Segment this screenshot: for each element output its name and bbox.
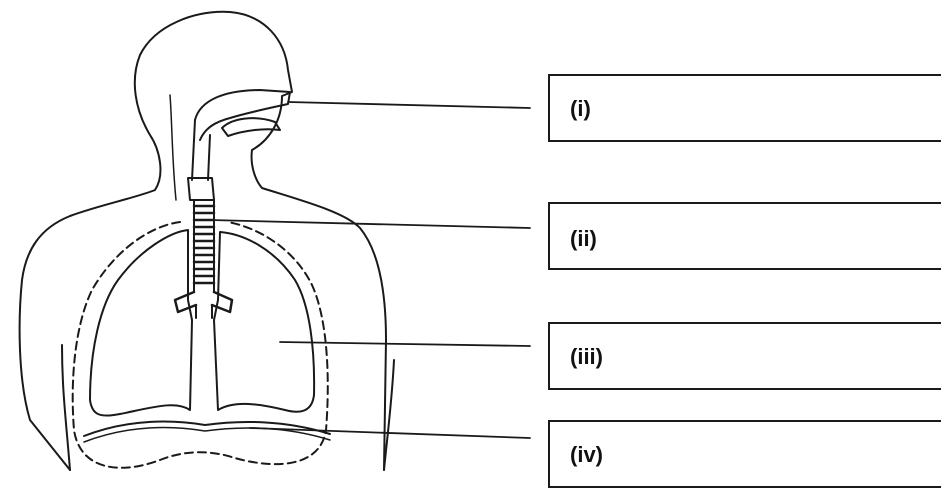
leader-line-ii [210, 220, 530, 228]
label-box-ii[interactable]: (ii) [548, 202, 941, 270]
bronchi [175, 292, 232, 312]
left-lung [90, 230, 192, 416]
left-arm-inner [62, 345, 70, 470]
label-iv: (iv) [570, 442, 603, 468]
label-box-iv[interactable]: (iv) [548, 420, 941, 488]
right-lung [214, 232, 314, 412]
leader-line-iv [250, 428, 530, 438]
label-ii: (ii) [570, 226, 597, 252]
trachea-rings [194, 206, 214, 283]
leader-line-i [288, 102, 530, 108]
larynx [188, 178, 214, 200]
label-iii: (iii) [570, 344, 603, 370]
label-i: (i) [570, 96, 591, 122]
leader-line-iii [280, 342, 530, 346]
label-box-iii[interactable]: (iii) [548, 322, 941, 390]
label-box-i[interactable]: (i) [548, 74, 941, 142]
